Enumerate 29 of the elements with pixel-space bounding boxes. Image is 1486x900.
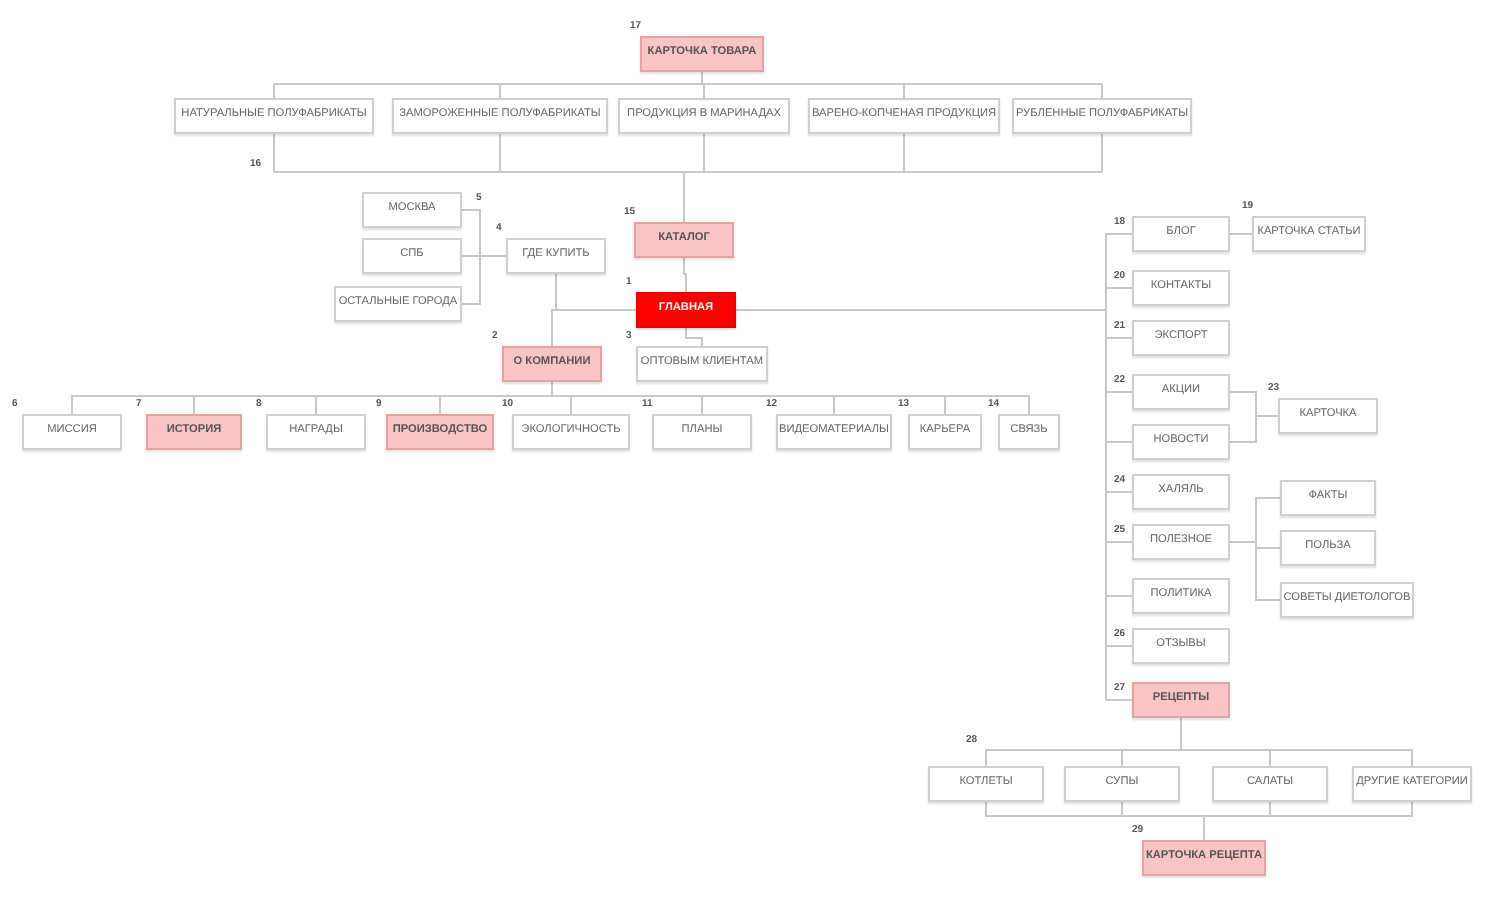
connector-line xyxy=(683,133,1103,223)
page-box xyxy=(1132,424,1230,460)
page-box xyxy=(174,98,374,134)
page-box xyxy=(1132,578,1230,614)
page-box xyxy=(362,192,462,228)
page-box xyxy=(1280,530,1376,566)
connector-line xyxy=(1229,415,1279,443)
page-box xyxy=(1280,480,1376,516)
connector-line xyxy=(701,71,1103,99)
connector-line xyxy=(551,309,637,347)
page-box xyxy=(928,766,1044,802)
connector-line xyxy=(1229,233,1253,235)
page-box xyxy=(334,286,462,322)
page-box xyxy=(808,98,1000,134)
connector-line xyxy=(1229,541,1281,601)
connector-line xyxy=(683,257,687,293)
page-box xyxy=(362,238,462,274)
connector-line xyxy=(685,327,703,347)
page-box xyxy=(1280,582,1414,618)
connector-line xyxy=(1180,717,1413,767)
page-box xyxy=(1064,766,1180,802)
page-box xyxy=(618,98,790,134)
connector-line xyxy=(551,381,1030,415)
connector-line xyxy=(461,255,507,305)
connector-line xyxy=(1203,801,1413,841)
page-box xyxy=(1212,766,1328,802)
page-box xyxy=(1012,98,1192,134)
page-box xyxy=(392,98,608,134)
page-box xyxy=(1352,766,1472,802)
